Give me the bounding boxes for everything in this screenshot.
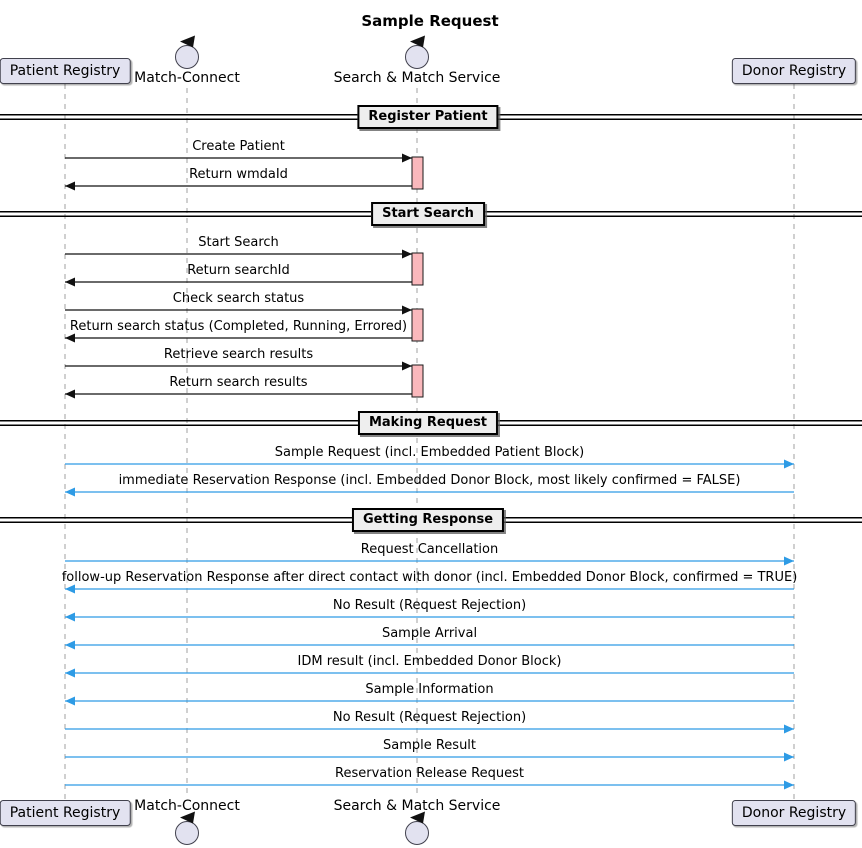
activation-bar bbox=[411, 364, 424, 398]
control-icon-search-match-service-top bbox=[405, 35, 429, 69]
arrowhead-icon bbox=[402, 153, 412, 163]
arrowhead-icon bbox=[402, 249, 412, 259]
control-icon-search-match-service-bottom bbox=[405, 811, 429, 845]
control-arrow-icon bbox=[410, 35, 425, 48]
arrowhead-icon bbox=[402, 305, 412, 315]
arrowhead-icon bbox=[65, 668, 75, 678]
arrowhead-icon bbox=[784, 724, 794, 734]
activation-bar bbox=[411, 156, 424, 190]
arrowhead-icon bbox=[784, 780, 794, 790]
control-icon-match-connect-bottom bbox=[175, 811, 199, 845]
arrowhead-icon bbox=[784, 459, 794, 469]
control-arrow-icon bbox=[180, 35, 195, 48]
arrowhead-icon bbox=[65, 277, 75, 287]
control-circle bbox=[175, 45, 199, 69]
control-arrow-icon bbox=[180, 811, 195, 824]
arrowhead-icon bbox=[65, 333, 75, 343]
control-icon-match-connect-top bbox=[175, 35, 199, 69]
control-circle bbox=[405, 45, 429, 69]
arrowhead-icon bbox=[65, 181, 75, 191]
arrowhead-icon bbox=[65, 584, 75, 594]
arrowhead-icon bbox=[402, 361, 412, 371]
arrowhead-icon bbox=[65, 640, 75, 650]
control-circle bbox=[175, 821, 199, 845]
arrowhead-icon bbox=[784, 752, 794, 762]
arrowhead-icon bbox=[65, 696, 75, 706]
control-circle bbox=[405, 821, 429, 845]
arrowhead-icon bbox=[65, 487, 75, 497]
arrowhead-icon bbox=[784, 556, 794, 566]
arrowhead-icon bbox=[65, 389, 75, 399]
activation-bar bbox=[411, 252, 424, 286]
control-arrow-icon bbox=[410, 811, 425, 824]
arrowhead-icon bbox=[65, 612, 75, 622]
activation-bar bbox=[411, 308, 424, 342]
